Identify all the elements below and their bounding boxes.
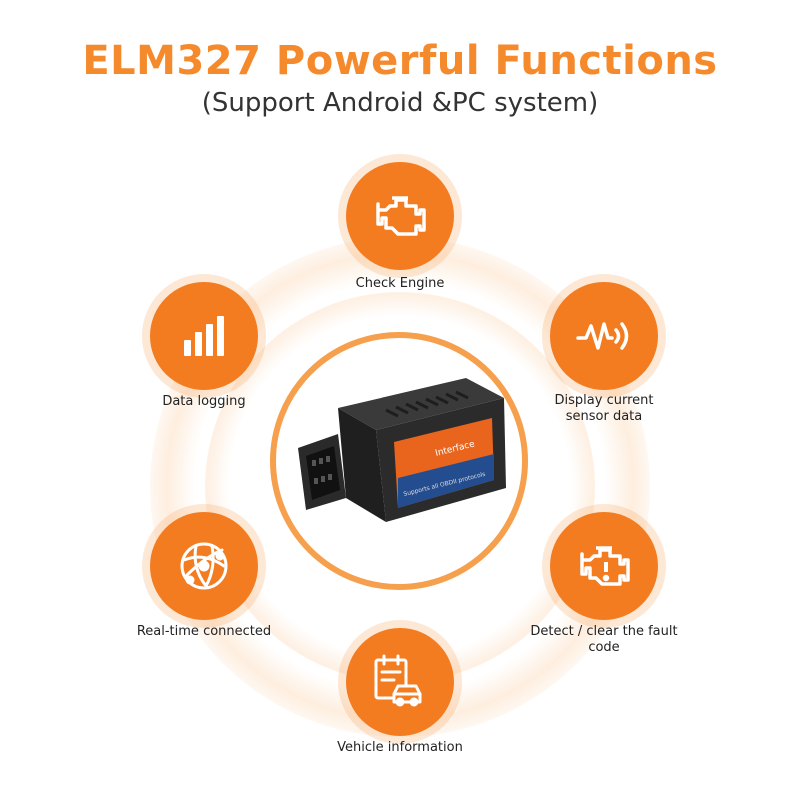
- vehicle-clipboard-icon: [374, 654, 422, 707]
- page-subtitle: (Support Android &PC system): [201, 88, 599, 118]
- sensor-wave-icon: [576, 322, 629, 350]
- feature-sensor-data: [550, 282, 658, 390]
- feature-vehicle-info: [346, 628, 454, 736]
- feature-vehicle-info-label: Vehicle information: [337, 740, 463, 755]
- feature-check-engine-label: Check Engine: [355, 276, 445, 291]
- engine-icon: [376, 196, 426, 236]
- globe-network-icon: [180, 542, 228, 590]
- obd-device-image: Interface Supports all OBDII protocols: [298, 378, 506, 522]
- product-image-circle: Interface Supports all OBDII protocols: [270, 332, 528, 590]
- feature-realtime-connected: [150, 512, 258, 620]
- feature-check-engine: [346, 162, 454, 270]
- feature-data-logging-label: Data logging: [162, 394, 246, 409]
- engine-warning-icon: [580, 546, 630, 586]
- page-title: ELM327 Powerful Functions: [82, 38, 718, 84]
- feature-sensor-data-label: Display current sensor data: [554, 393, 654, 424]
- feature-fault-code: [550, 512, 658, 620]
- feature-fault-code-label: Detect / clear the fault code: [530, 624, 678, 655]
- bar-chart-icon: [184, 316, 224, 356]
- feature-realtime-connected-label: Real-time connected: [136, 624, 272, 639]
- feature-data-logging: [150, 282, 258, 390]
